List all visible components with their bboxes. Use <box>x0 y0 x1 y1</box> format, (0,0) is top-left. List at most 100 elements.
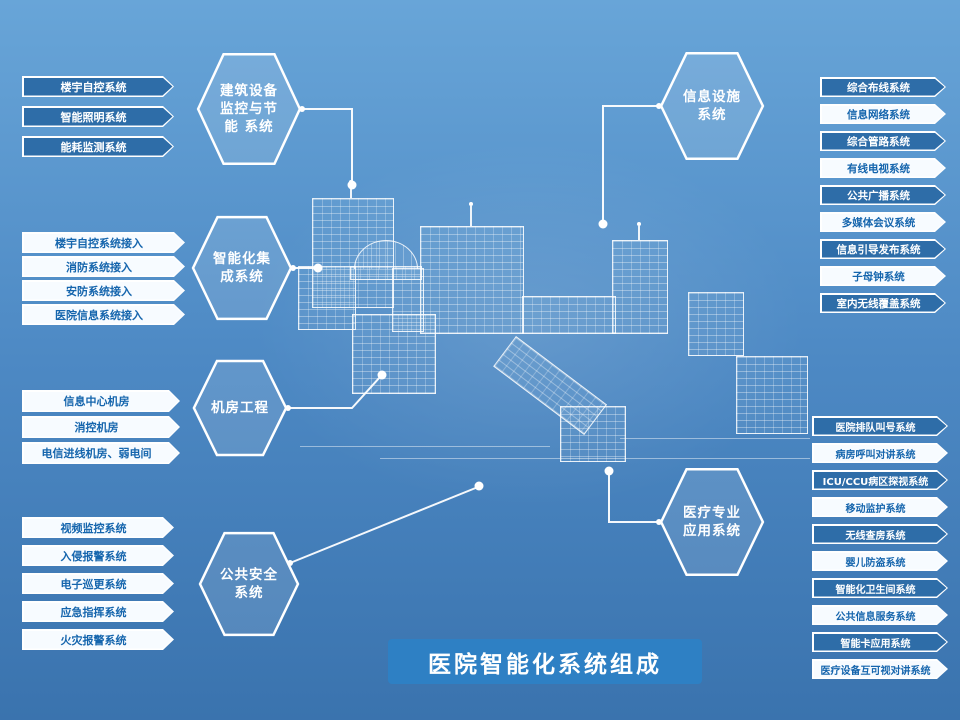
list-item: 智能化卫生间系统 <box>812 578 948 598</box>
hex-info-facility: 信息设施 系统 <box>659 51 765 161</box>
list-item-label: 火灾报警系统 <box>60 633 127 647</box>
building-block <box>350 266 422 280</box>
list-item-label: 消防系统接入 <box>66 260 132 274</box>
list-item-label: 病房呼叫对讲系统 <box>835 449 916 461</box>
hex-label: 公共安全 系统 <box>220 566 278 601</box>
list-item-label: 无线查房系统 <box>845 530 906 542</box>
hexagon-shape <box>198 531 300 637</box>
hexagon-shape <box>196 52 302 166</box>
list-item: 入侵报警系统 <box>22 545 174 566</box>
list-item: 子母钟系统 <box>820 266 946 286</box>
list-item-label: 楼宇自控系统接入 <box>55 236 143 250</box>
list-medical: 医院排队叫号系统 病房呼叫对讲系统 ICU/CCU病区探视系统 移动监护系统 无… <box>812 416 948 679</box>
hex-label: 建筑设备 监控与节 能 系统 <box>220 82 278 136</box>
list-item: 公共信息服务系统 <box>812 605 948 625</box>
list-item: 信息网络系统 <box>820 104 946 124</box>
list-item-label: 视频监控系统 <box>60 521 127 535</box>
hex-label: 信息设施 系统 <box>683 88 741 123</box>
list-item: 智能照明系统 <box>22 106 174 127</box>
list-item: 无线查房系统 <box>812 524 948 544</box>
list-item: 多媒体会议系统 <box>820 212 946 232</box>
list-item-label: 子母钟系统 <box>852 270 905 283</box>
list-item-label: 电子巡更系统 <box>60 577 127 591</box>
list-item-label: ICU/CCU病区探视系统 <box>822 476 929 488</box>
list-item-label: 信息引导发布系统 <box>836 243 921 256</box>
building-block <box>420 226 524 334</box>
list-public-safety: 视频监控系统 入侵报警系统 电子巡更系统 应急指挥系统 火灾报警系统 <box>22 517 174 650</box>
hex-public-safety: 公共安全 系统 <box>198 531 300 637</box>
list-info-facility: 综合布线系统 信息网络系统 综合管路系统 有线电视系统 公共广播系统 多媒体会议… <box>820 77 946 313</box>
building-block <box>612 240 668 334</box>
antenna-icon <box>637 222 641 240</box>
list-building-energy: 楼宇自控系统 智能照明系统 能耗监测系统 <box>22 76 174 157</box>
list-item: 综合管路系统 <box>820 131 946 151</box>
list-item: 医疗设备互可视对讲系统 <box>812 659 948 679</box>
ground-line <box>380 458 810 459</box>
list-item: 综合布线系统 <box>820 77 946 97</box>
building-block <box>736 356 808 434</box>
antenna-icon <box>469 202 473 226</box>
list-item: 应急指挥系统 <box>22 601 174 622</box>
building-block <box>298 266 356 330</box>
list-item-label: 综合布线系统 <box>847 81 910 94</box>
list-item-label: 室内无线覆盖系统 <box>836 297 921 310</box>
list-item: 消防系统接入 <box>22 256 185 277</box>
list-item: 医院信息系统接入 <box>22 304 185 325</box>
list-item-label: 消控机房 <box>74 421 119 434</box>
list-item: 智能卡应用系统 <box>812 632 948 652</box>
list-item: 室内无线覆盖系统 <box>820 293 946 313</box>
hexagon-shape <box>659 51 765 161</box>
hex-machine-room: 机房工程 <box>192 359 288 457</box>
hex-label: 智能化集 成系统 <box>213 250 271 285</box>
list-item-label: 医院信息系统接入 <box>55 308 143 322</box>
hexagon-shape <box>192 359 288 457</box>
hex-label: 医疗专业 应用系统 <box>683 504 741 539</box>
center-glow <box>250 140 810 510</box>
list-item-label: 信息中心机房 <box>63 395 130 408</box>
list-machine-room: 信息中心机房 消控机房 电信进线机房、弱电间 <box>22 390 180 464</box>
list-item-label: 医院排队叫号系统 <box>835 422 916 434</box>
list-item: 有线电视系统 <box>820 158 946 178</box>
list-item-label: 公共信息服务系统 <box>835 611 916 623</box>
list-item: ICU/CCU病区探视系统 <box>812 470 948 490</box>
list-item: 电子巡更系统 <box>22 573 174 594</box>
list-item: 楼宇自控系统接入 <box>22 232 185 253</box>
list-item-label: 有线电视系统 <box>847 162 910 175</box>
list-item-label: 综合管路系统 <box>847 135 910 148</box>
list-item-label: 智能化卫生间系统 <box>835 584 916 596</box>
list-item: 火灾报警系统 <box>22 629 174 650</box>
list-item: 信息中心机房 <box>22 390 180 412</box>
diagram-title: 医院智能化系统组成 <box>388 639 702 684</box>
list-item-label: 安防系统接入 <box>66 284 132 298</box>
list-item: 消控机房 <box>22 416 180 438</box>
antenna-icon <box>349 180 353 198</box>
hex-label: 机房工程 <box>211 399 269 416</box>
list-item: 移动监护系统 <box>812 497 948 517</box>
list-item: 公共广播系统 <box>820 185 946 205</box>
list-item: 安防系统接入 <box>22 280 185 301</box>
list-item-label: 信息网络系统 <box>847 108 910 121</box>
list-item-label: 婴儿防盗系统 <box>845 557 906 569</box>
hexagon-shape <box>659 467 765 577</box>
list-item-label: 智能卡应用系统 <box>840 638 911 650</box>
list-item: 信息引导发布系统 <box>820 239 946 259</box>
list-item-label: 多媒体会议系统 <box>841 216 916 229</box>
building-block <box>560 406 626 462</box>
list-item-label: 应急指挥系统 <box>60 605 127 619</box>
ground-line <box>620 438 810 439</box>
list-item: 能耗监测系统 <box>22 136 174 157</box>
hex-medical: 医疗专业 应用系统 <box>659 467 765 577</box>
list-item-label: 公共广播系统 <box>847 189 910 202</box>
ground-line <box>300 446 550 447</box>
list-item: 医院排队叫号系统 <box>812 416 948 436</box>
building-block <box>688 292 744 356</box>
list-item-label: 能耗监测系统 <box>60 140 127 154</box>
list-item-label: 智能照明系统 <box>60 110 127 124</box>
list-item: 楼宇自控系统 <box>22 76 174 97</box>
diagram-title-text: 医院智能化系统组成 <box>428 651 662 678</box>
building-block <box>352 314 436 394</box>
list-item: 电信进线机房、弱电间 <box>22 442 180 464</box>
list-item-label: 移动监护系统 <box>845 503 906 515</box>
hex-building-energy: 建筑设备 监控与节 能 系统 <box>196 52 302 166</box>
